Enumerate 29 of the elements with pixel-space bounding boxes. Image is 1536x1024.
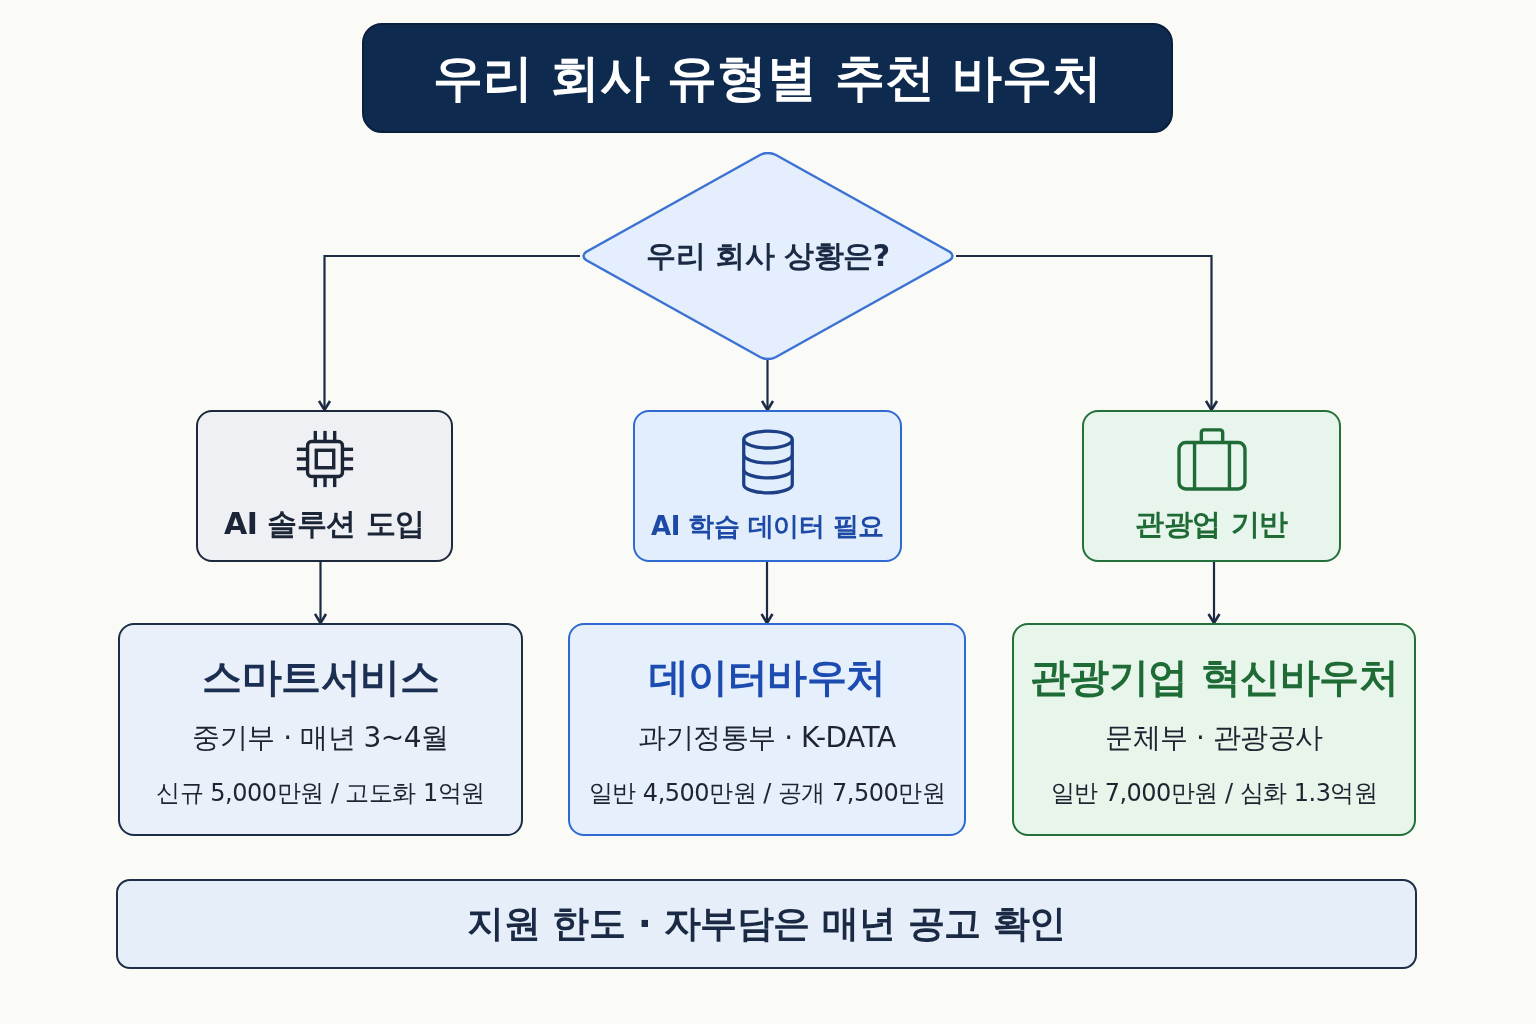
note-text: 지원 한도 · 자부담은 매년 공고 확인	[467, 901, 1066, 947]
category-box	[633, 410, 902, 562]
voucher-card	[568, 623, 966, 836]
voucher-card	[1012, 623, 1416, 836]
agency-text: 과기정통부 · K-DATA	[638, 720, 896, 756]
decision-diamond	[580, 152, 956, 360]
note-banner	[116, 879, 1417, 969]
amount-text: 일반 7,000만원 / 심화 1.3억원	[1050, 778, 1378, 809]
voucher-card	[118, 623, 523, 836]
voucher-name: 데이터바우처	[648, 653, 886, 702]
arrow	[760, 360, 775, 412]
arrow	[1207, 562, 1221, 625]
arrow	[760, 562, 774, 625]
amount-text: 신규 5,000만원 / 고도화 1억원	[156, 778, 485, 809]
title-text: 우리 회사 유형별 추천 바우처	[432, 47, 1103, 109]
amount-text: 일반 4,500만원 / 공개 7,500만원	[588, 778, 946, 809]
category-box	[1082, 410, 1341, 562]
voucher-name: 관광기업 혁신바우처	[1029, 653, 1399, 702]
category-label: AI 학습 데이터 필요	[651, 509, 884, 543]
arrow	[313, 562, 328, 625]
voucher-name: 스마트서비스	[202, 653, 439, 702]
category-label: AI 솔루션 도입	[224, 504, 425, 543]
category-box	[196, 410, 453, 562]
question-text: 우리 회사 상황은?	[646, 236, 890, 275]
category-label: 관광업 기반	[1135, 506, 1288, 543]
arrow	[956, 254, 1219, 412]
agency-text: 문체부 · 관광공사	[1105, 720, 1323, 756]
arrow	[317, 254, 580, 412]
agency-text: 중기부 · 매년 3~4월	[192, 720, 449, 756]
